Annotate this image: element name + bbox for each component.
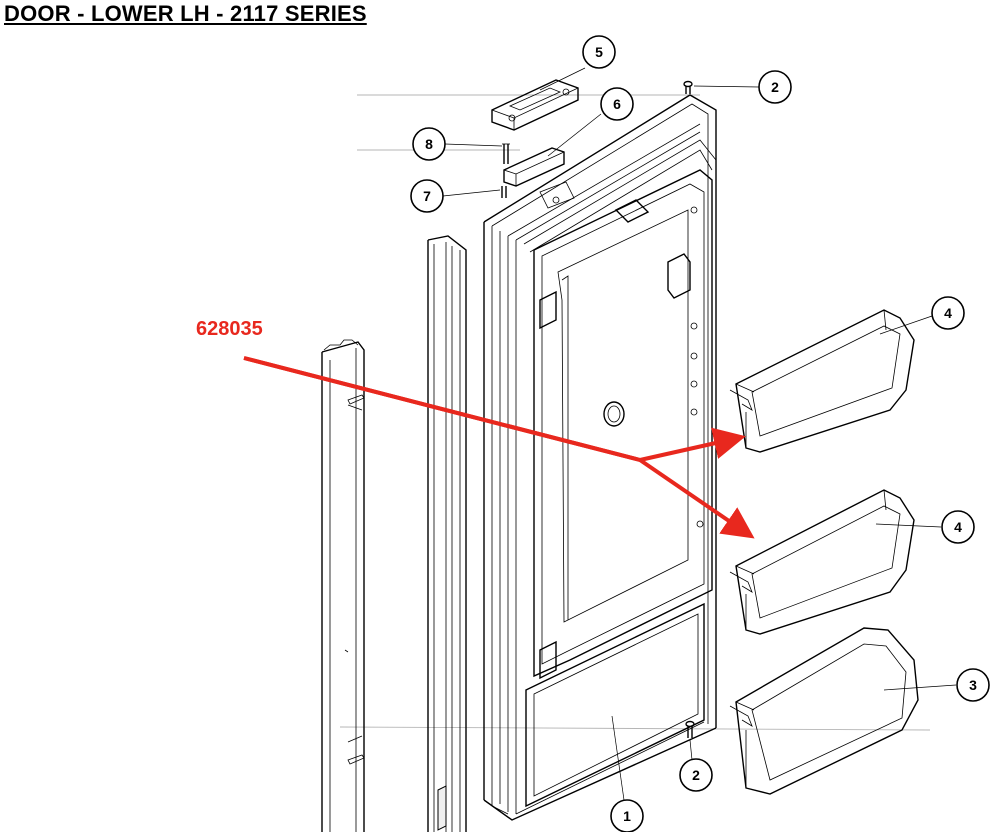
bottom-screw	[685, 720, 695, 738]
hinge-spring	[501, 186, 507, 198]
svg-text:1: 1	[623, 808, 631, 824]
top-hinge-bracket	[491, 79, 579, 131]
callout-6: 6	[600, 87, 634, 121]
callout-2-top: 2	[758, 70, 792, 104]
part-arrows	[243, 356, 755, 539]
callout-4-upper: 4	[931, 296, 965, 330]
svg-text:4: 4	[944, 305, 952, 321]
callout-leaders	[442, 67, 957, 801]
callout-7: 7	[410, 179, 444, 213]
svg-text:8: 8	[425, 136, 433, 152]
callout-3: 3	[956, 668, 990, 702]
svg-text:4: 4	[954, 519, 962, 535]
door-liner	[533, 169, 713, 680]
callout-8: 8	[412, 127, 446, 161]
part-number-label: 628035	[196, 318, 263, 340]
svg-text:5: 5	[595, 44, 603, 60]
callout-2-bottom: 2	[679, 758, 713, 792]
hinge-cover	[503, 147, 565, 187]
svg-text:2: 2	[692, 767, 700, 783]
door-bin-middle	[729, 489, 915, 635]
hinge-mount-recess	[539, 181, 575, 209]
svg-text:3: 3	[969, 677, 977, 693]
callout-5: 5	[582, 35, 616, 69]
callout-4-middle: 4	[941, 510, 975, 544]
hinge-pin	[502, 143, 510, 164]
door-bin-lower	[729, 627, 919, 795]
svg-text:7: 7	[423, 188, 431, 204]
door-side-channel	[427, 235, 467, 832]
svg-text:6: 6	[613, 96, 621, 112]
top-screw	[683, 80, 693, 94]
diagram-title: DOOR - LOWER LH - 2117 SERIES	[4, 1, 367, 26]
callout-1: 1	[610, 799, 644, 832]
door-bin-upper	[729, 309, 915, 453]
door-handle-strip	[321, 339, 365, 832]
svg-text:2: 2	[771, 79, 779, 95]
door-frame	[483, 94, 717, 821]
